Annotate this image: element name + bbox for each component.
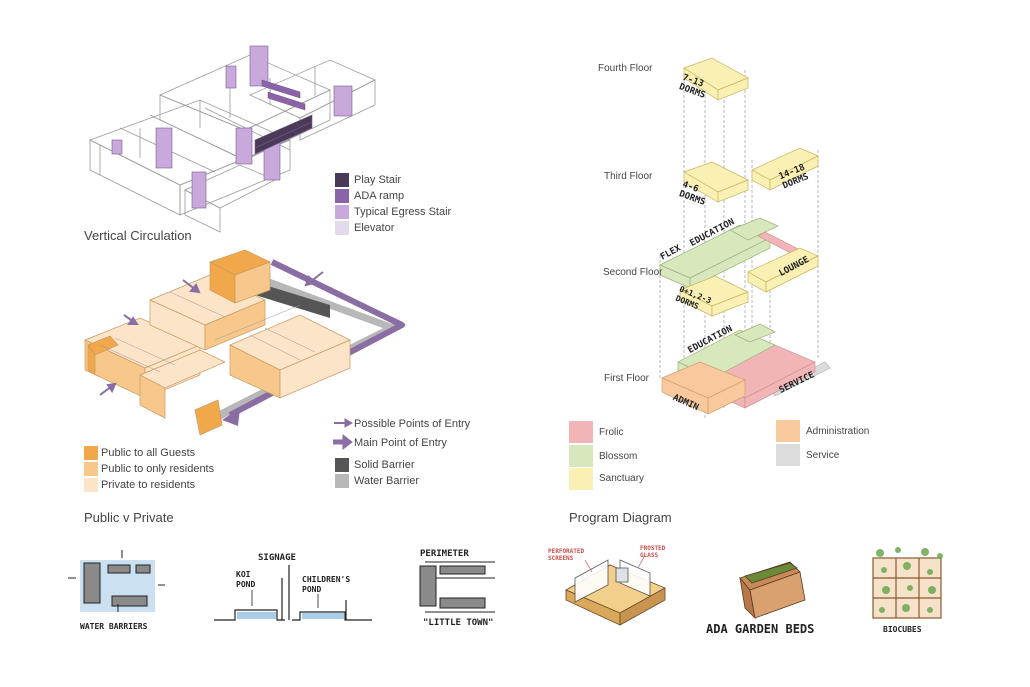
vertical-circulation-caption: Vertical Circulation (84, 228, 192, 243)
public-private-caption: Public v Private (84, 510, 174, 525)
water-barrier-swatch (335, 474, 349, 488)
floor-label-second: Second Floor (603, 267, 663, 278)
perforated-screens-label: PERFORATED SCREENS (548, 548, 585, 562)
sanctuary-swatch (569, 468, 593, 490)
blossom-swatch (569, 445, 593, 467)
administration-swatch (776, 420, 800, 442)
legend-play-stair: Play Stair (354, 174, 402, 186)
frolic-swatch (569, 421, 593, 443)
legend-public-all: Public to all Guests (101, 447, 196, 459)
egress-stair-swatch (335, 205, 349, 219)
legend-main-entry: Main Point of Entry (354, 437, 447, 449)
legend-administration: Administration (806, 426, 870, 437)
legend-public-residents: Public to only residents (101, 463, 215, 475)
play-stair-swatch (335, 173, 349, 187)
legend-ada-ramp: ADA ramp (354, 190, 405, 202)
koi-pond-label: KOI POND (236, 570, 256, 589)
floor-label-third: Third Floor (604, 171, 653, 182)
little-town-label: "LITTLE TOWN" (423, 618, 494, 628)
water-barriers-label: WATER BARRIERS (80, 622, 148, 631)
program-diagram-caption: Program Diagram (569, 510, 672, 525)
legend-solid-barrier: Solid Barrier (354, 459, 415, 471)
ada-garden-beds-label: ADA GARDEN BEDS (706, 622, 815, 636)
childrens-pond-label: CHILDREN'S POND (302, 575, 351, 594)
biocubes-label: BIOCUBES (883, 625, 922, 634)
perimeter-label: PERIMETER (420, 549, 469, 559)
signage-label: SIGNAGE (258, 553, 296, 563)
private-residents-swatch (84, 478, 98, 492)
legend-water-barrier: Water Barrier (354, 475, 419, 487)
elevator-swatch (335, 221, 349, 235)
floor-label-fourth: Fourth Floor (598, 63, 653, 74)
legend-egress-stair: Typical Egress Stair (354, 206, 452, 218)
public-residents-swatch (84, 462, 98, 476)
ada-ramp-swatch (335, 189, 349, 203)
service-swatch (776, 444, 800, 466)
legend-possible-entry: Possible Points of Entry (354, 418, 471, 430)
solid-barrier-swatch (335, 458, 349, 472)
legend-blossom: Blossom (599, 451, 638, 462)
public-all-swatch (84, 446, 98, 460)
floor-label-first: First Floor (604, 373, 649, 384)
legend-elevator: Elevator (354, 222, 395, 234)
legend-frolic: Frolic (599, 427, 624, 438)
legend-private-residents: Private to residents (101, 479, 196, 491)
legend-sanctuary: Sanctuary (599, 473, 645, 484)
frosted-glass-label: FROSTED GLASS (640, 545, 666, 559)
legend-service: Service (806, 450, 840, 461)
